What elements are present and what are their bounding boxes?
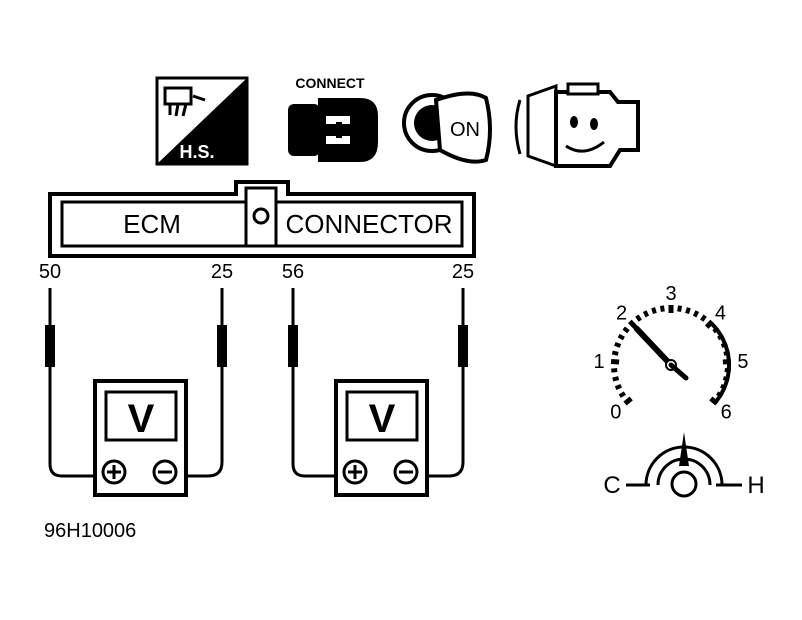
- tachometer-tick: [615, 344, 621, 346]
- tachometer-label-5: 5: [737, 351, 748, 373]
- temp-hub: [672, 472, 696, 496]
- connect-icon: CONNECT: [288, 75, 378, 162]
- ignition-key-icon: ON: [404, 93, 490, 161]
- pin-label-50: 50: [39, 261, 61, 283]
- tachometer-tick: [612, 353, 618, 354]
- ecm-label: ECM: [123, 209, 181, 239]
- tachometer-label-3: 3: [665, 283, 676, 305]
- voltmeter-right-minus-terminal: [395, 461, 417, 483]
- tachometer-label-6: 6: [721, 401, 732, 423]
- hs-label: H.S.: [179, 142, 214, 162]
- tachometer-dial: [611, 305, 731, 404]
- temperature-gauge: C H: [603, 432, 764, 499]
- tachometer-gauge: 0 1 2 3 4 5 6: [594, 283, 749, 423]
- tachometer-needle: [637, 329, 671, 365]
- probe-lead-25-right: [424, 288, 468, 476]
- engine-icon: [516, 84, 638, 166]
- tachometer-label-0: 0: [610, 401, 621, 423]
- connect-label: CONNECT: [295, 75, 365, 91]
- tachometer-tick: [662, 306, 663, 312]
- tachometer-tick: [624, 328, 629, 332]
- temp-cold-label: C: [603, 472, 620, 499]
- hs-icon: H.S.: [157, 78, 247, 164]
- pin-label-25-right: 25: [452, 261, 474, 283]
- pin-label-25-left: 25: [211, 261, 233, 283]
- tachometer-tick: [616, 386, 622, 388]
- tachometer-tick: [630, 321, 635, 327]
- voltmeter-right: V: [288, 288, 468, 495]
- voltmeter-left-minus-terminal: [154, 461, 176, 483]
- tachometer-tick: [702, 316, 705, 321]
- tachometer-tick: [613, 378, 619, 379]
- ignition-on-label: ON: [450, 119, 480, 141]
- tachometer-label-1: 1: [594, 351, 605, 373]
- connector-key-circle: [254, 209, 268, 223]
- temp-hot-label: H: [747, 472, 764, 499]
- probe-lead-25-left: [182, 288, 227, 476]
- connector-label: CONNECTOR: [285, 209, 452, 239]
- tachometer-tick: [625, 398, 631, 403]
- tachometer-tick: [620, 393, 625, 396]
- tachometer-tick: [653, 308, 655, 314]
- pin-label-56: 56: [282, 261, 304, 283]
- tachometer-label-4: 4: [715, 303, 726, 325]
- tachometer-tick: [679, 306, 680, 312]
- voltmeter-right-symbol: V: [369, 397, 396, 441]
- figure-id: 96H10006: [44, 520, 136, 542]
- tachometer-tick: [695, 311, 698, 316]
- voltmeter-left-plus-terminal: [103, 461, 125, 483]
- tachometer-tick: [687, 308, 689, 314]
- voltmeter-left: V: [45, 288, 227, 495]
- tachometer-tick: [619, 336, 624, 339]
- tachometer-tick: [645, 311, 648, 316]
- temp-needle: [679, 432, 689, 466]
- tachometer-label-2: 2: [616, 303, 627, 325]
- tachometer-tick: [637, 316, 640, 321]
- probe-lead-50: [45, 288, 98, 476]
- voltmeter-right-plus-terminal: [344, 461, 366, 483]
- probe-lead-56: [288, 288, 340, 476]
- tachometer-tick: [611, 370, 617, 371]
- ecm-connector: ECM CONNECTOR: [50, 182, 474, 256]
- voltmeter-left-symbol: V: [128, 397, 155, 441]
